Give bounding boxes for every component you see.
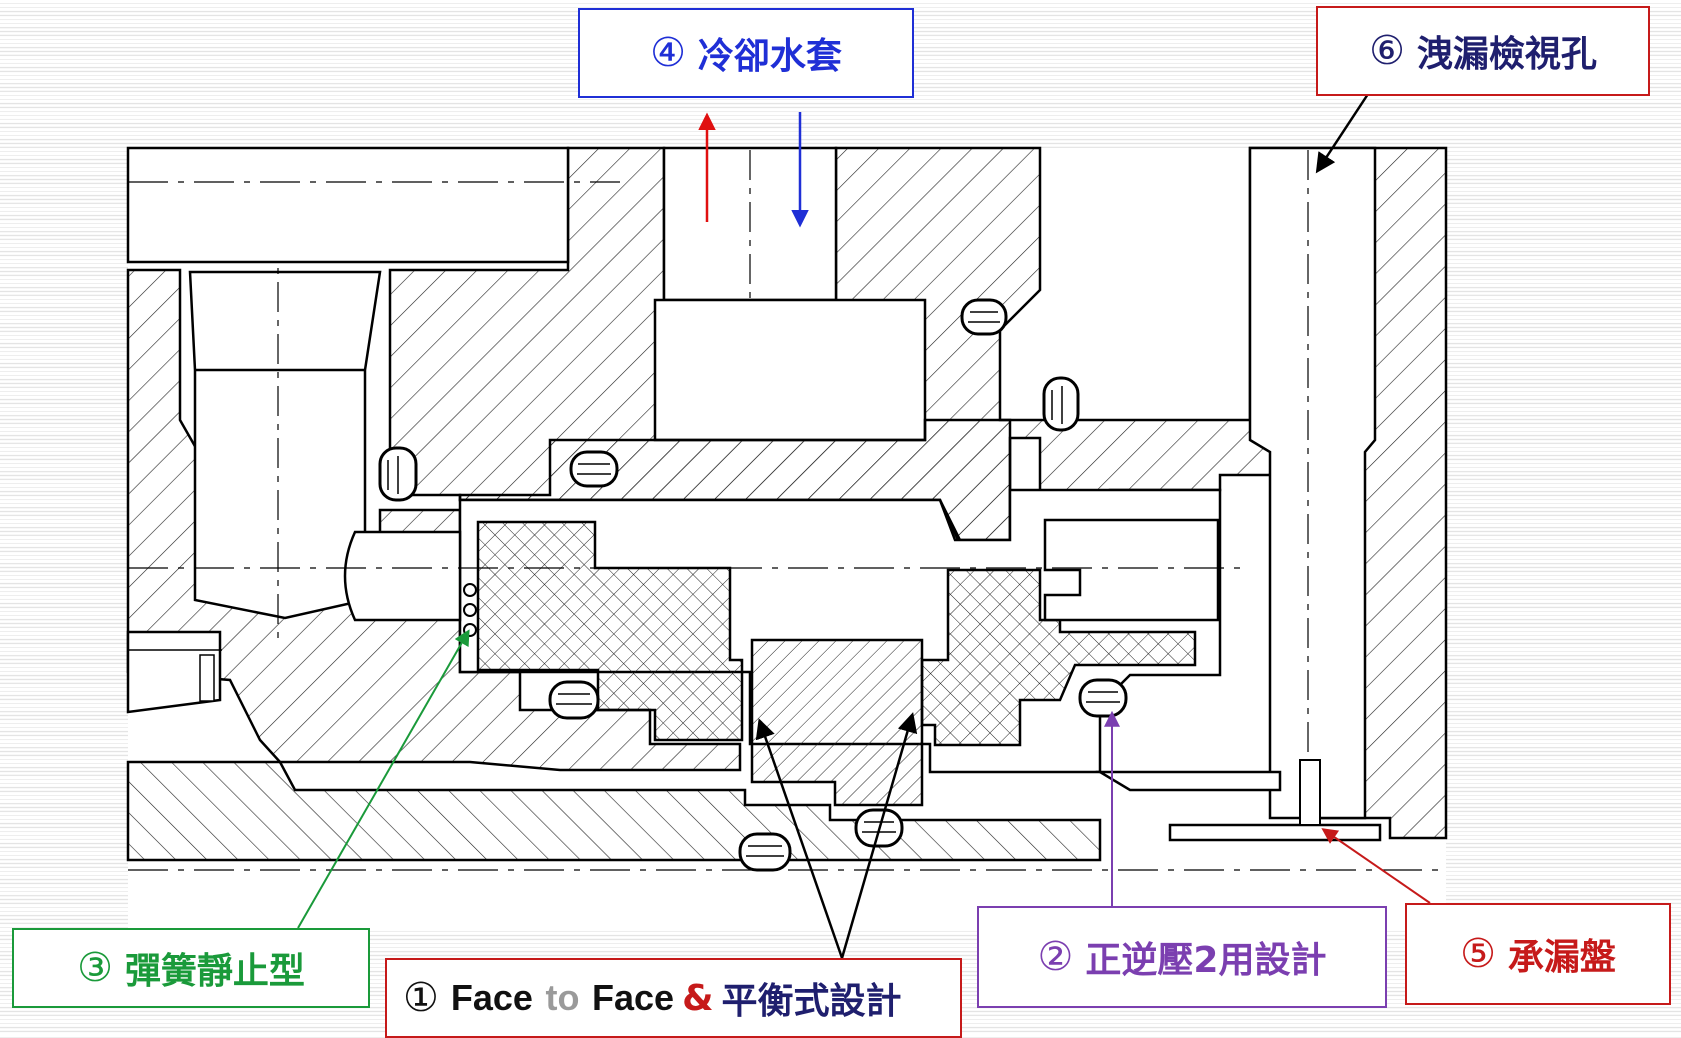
drip-tray-lower <box>1168 823 1382 842</box>
spring <box>463 583 477 637</box>
label-text: 正逆壓2用設計 <box>1085 940 1327 981</box>
rotating-seat <box>750 638 924 807</box>
label-face-1: Face <box>450 977 533 1018</box>
label-balanced: 平衡式設計 <box>721 981 902 1022</box>
label-dual-pressure: ② 正逆壓2用設計 <box>977 906 1387 1008</box>
label-number: ⑤ <box>1460 931 1496 977</box>
impeller-edge <box>126 630 222 714</box>
label-number: ② <box>1037 934 1074 980</box>
label-face-2: Face <box>592 977 675 1018</box>
label-number: ⑥ <box>1369 28 1405 74</box>
label-face-to-face: ① Face to Face&平衡式設計 <box>385 958 962 1038</box>
drip-tray-leader <box>1321 828 1431 904</box>
drip-tray-plate <box>1095 770 1282 792</box>
face-leader-right <box>840 712 918 959</box>
cooling-chamber <box>653 298 927 442</box>
label-spring-static: ③ 彈簧靜止型 <box>12 928 370 1008</box>
label-cooling-jacket: ④ 冷卻水套 <box>578 8 914 98</box>
label-text: 洩漏檢視孔 <box>1416 34 1597 75</box>
label-leak-inspection-hole: ⑥ 洩漏檢視孔 <box>1316 6 1650 96</box>
label-number: ③ <box>77 945 113 991</box>
leak-hole-leader <box>1315 93 1370 174</box>
label-drip-tray: ⑤ 承漏盤 <box>1405 903 1671 1005</box>
label-text: 承漏盤 <box>1507 937 1616 978</box>
top-plate <box>126 146 570 264</box>
drive-pin <box>343 530 462 622</box>
face-leader-left <box>755 718 844 959</box>
label-number: ① <box>403 975 439 1021</box>
label-ampersand: & <box>682 977 714 1019</box>
bolt-body <box>188 270 382 620</box>
label-text: 冷卻水套 <box>697 36 842 77</box>
label-text: 彈簧靜止型 <box>124 951 305 992</box>
label-to: to <box>545 977 580 1018</box>
anti-rotation-pin <box>1043 518 1220 622</box>
spring-leader <box>297 629 470 929</box>
leak-inspection-hole <box>1248 146 1377 820</box>
label-number: ④ <box>650 30 686 76</box>
